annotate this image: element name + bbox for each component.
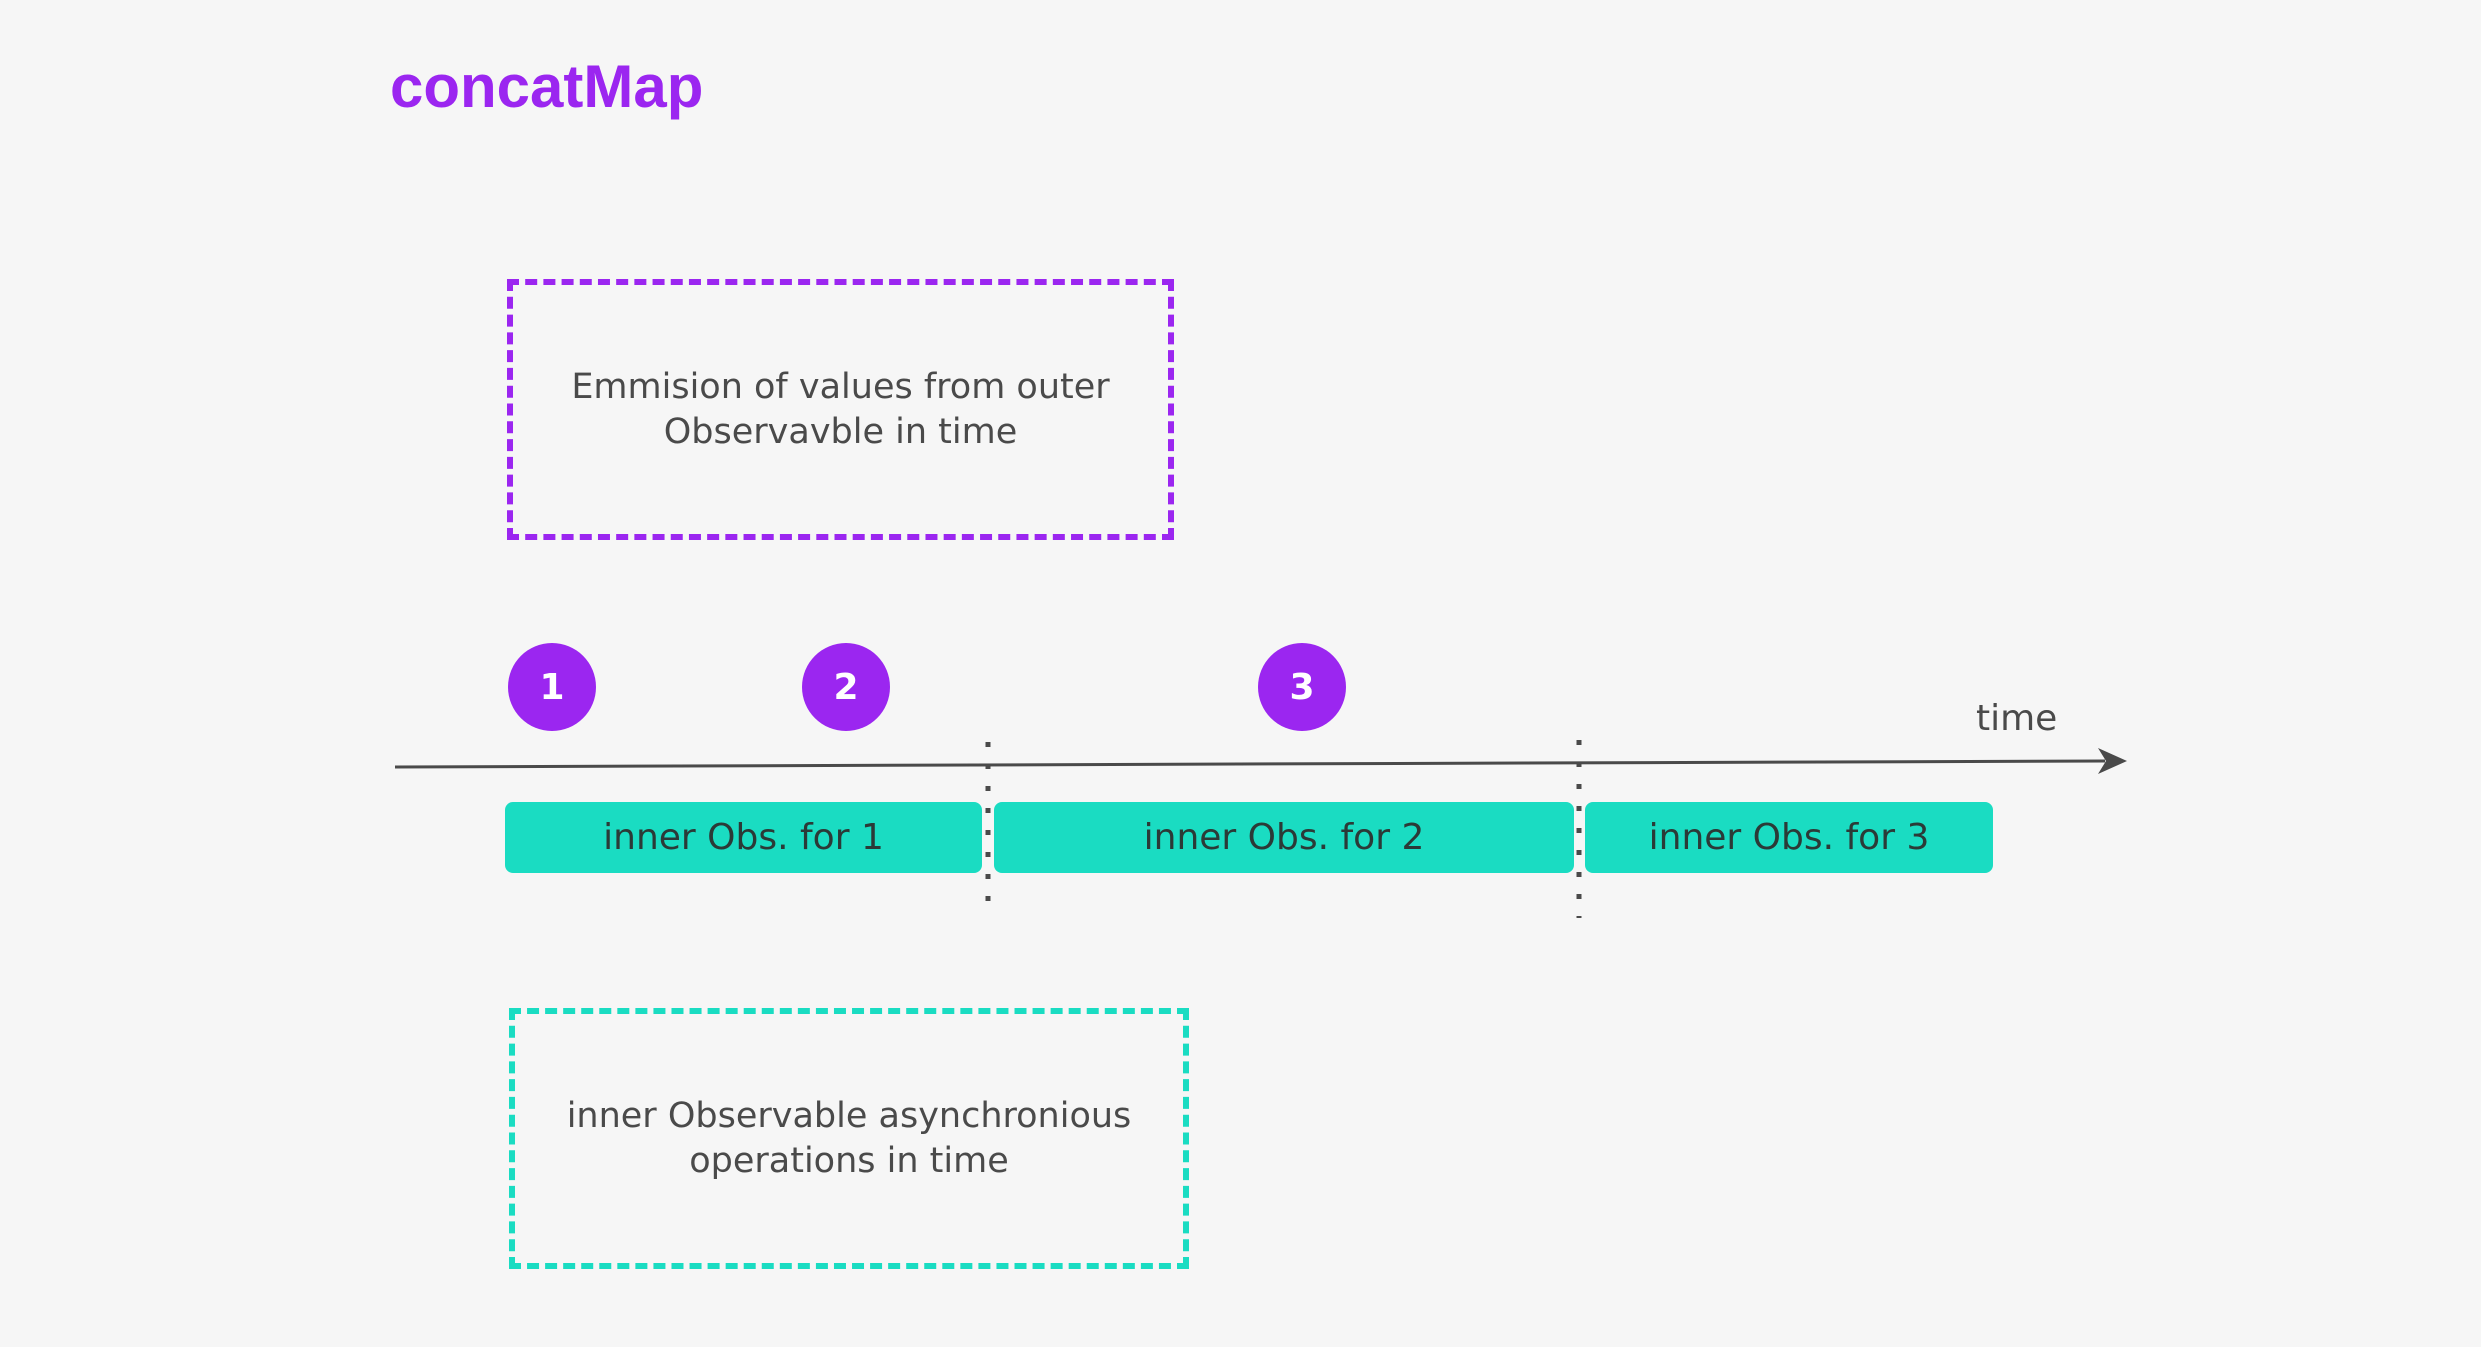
inner-observable-bar-3: inner Obs. for 3: [1585, 802, 1993, 873]
time-axis-arrowhead: [2098, 748, 2127, 774]
outer-observable-note: Emmision of values from outer Observavbl…: [507, 279, 1174, 540]
time-axis-line: [394, 759, 2106, 769]
emission-marker-1: 1: [508, 643, 596, 731]
inner-observable-note: inner Observable asynchronious operation…: [509, 1008, 1189, 1269]
inner-observable-note-text: inner Observable asynchronious operation…: [566, 1095, 1132, 1181]
time-axis-label: time: [1976, 698, 2058, 739]
inner-observable-bar-1: inner Obs. for 1: [505, 802, 982, 873]
emission-marker-3: 3: [1258, 643, 1346, 731]
diagram-title: concatMap: [390, 53, 704, 120]
inner-observable-bar-1-label: inner Obs. for 1: [603, 817, 884, 858]
outer-observable-note-text: Emmision of values from outer Observavbl…: [571, 366, 1110, 452]
emission-marker-2: 2: [802, 643, 890, 731]
inner-observable-bar-2-label: inner Obs. for 2: [1143, 817, 1425, 858]
inner-observable-bar-3-label: inner Obs. for 3: [1648, 817, 1930, 858]
inner-observable-bar-2: inner Obs. for 2: [994, 802, 1574, 873]
